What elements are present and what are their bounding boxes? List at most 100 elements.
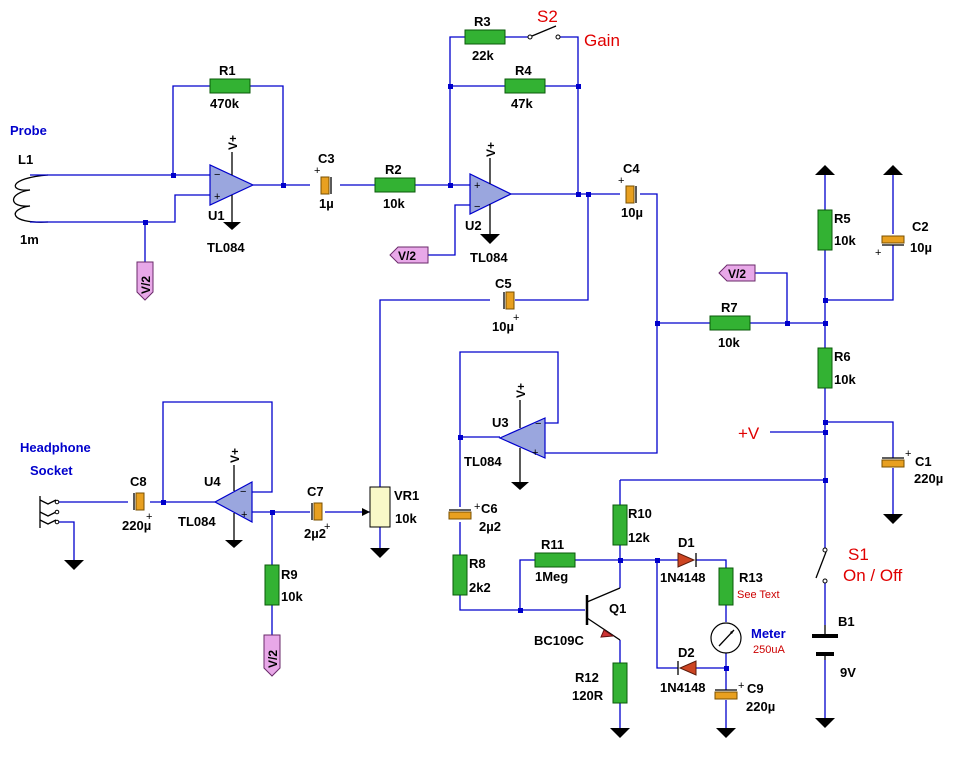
svg-text:C1: C1 xyxy=(915,454,932,469)
svg-text:+: + xyxy=(905,448,911,460)
ground-u2 xyxy=(480,234,500,244)
svg-text:9V: 9V xyxy=(840,665,856,680)
svg-text:TL084: TL084 xyxy=(470,250,508,265)
svg-text:Q1: Q1 xyxy=(609,601,626,616)
svg-text:10k: 10k xyxy=(383,196,405,211)
resistor-r10 xyxy=(612,504,628,546)
resistor-r7 xyxy=(709,315,751,331)
svg-text:−: − xyxy=(474,201,480,213)
resistor-r8 xyxy=(452,554,468,596)
svg-text:+: + xyxy=(513,312,519,324)
svg-text:220µ: 220µ xyxy=(122,518,151,533)
svg-text:47k: 47k xyxy=(511,96,533,111)
ground-b1 xyxy=(815,718,835,728)
svg-text:D1: D1 xyxy=(678,535,695,550)
resistors xyxy=(209,29,833,704)
svg-text:1m: 1m xyxy=(20,232,39,247)
svg-text:C9: C9 xyxy=(747,681,764,696)
svg-text:10k: 10k xyxy=(834,233,856,248)
label-vplus-u1: V+ xyxy=(226,135,240,150)
resistor-r2 xyxy=(374,177,416,193)
svg-text:+: + xyxy=(214,191,220,203)
svg-text:V/2: V/2 xyxy=(728,267,746,281)
headphone-jack-icon xyxy=(39,496,60,528)
grounds xyxy=(64,165,903,738)
svg-text:−: − xyxy=(240,486,246,498)
svg-text:U1: U1 xyxy=(208,208,225,223)
svg-text:R4: R4 xyxy=(515,63,532,78)
svg-text:220µ: 220µ xyxy=(746,699,775,714)
diode-d2 xyxy=(677,660,697,676)
inductor-l1 xyxy=(12,174,49,223)
svg-text:2µ2: 2µ2 xyxy=(304,526,326,541)
wires xyxy=(48,36,894,728)
svg-text:V/2: V/2 xyxy=(139,276,153,294)
switches xyxy=(527,25,828,584)
svg-text:U3: U3 xyxy=(492,415,509,430)
capacitor-c3: + xyxy=(314,165,332,195)
svg-text:C3: C3 xyxy=(318,151,335,166)
svg-text:R12: R12 xyxy=(575,670,599,685)
capacitor-c8: + xyxy=(133,492,152,523)
capacitor-c1: + xyxy=(881,448,911,468)
svg-text:+: + xyxy=(738,680,744,692)
opamp-u4: − + xyxy=(213,465,253,548)
svg-text:10k: 10k xyxy=(834,372,856,387)
label-meter: Meter xyxy=(751,626,786,641)
svg-text:R10: R10 xyxy=(628,506,652,521)
svg-text:R8: R8 xyxy=(469,556,486,571)
label-probe: Probe xyxy=(10,123,47,138)
svg-text:1N4148: 1N4148 xyxy=(660,680,706,695)
svg-text:R7: R7 xyxy=(721,300,738,315)
capacitors: + + + + + + xyxy=(133,165,911,700)
capacitor-c6: + xyxy=(448,501,480,520)
resistor-r5 xyxy=(817,209,833,251)
svg-text:120R: 120R xyxy=(572,688,604,703)
svg-text:B1: B1 xyxy=(838,614,855,629)
resistor-r1 xyxy=(209,78,251,94)
junction-dots xyxy=(143,84,828,671)
svg-text:TL084: TL084 xyxy=(207,240,245,255)
capacitor-c5: + xyxy=(503,291,519,324)
label-vplus-u2: V+ xyxy=(484,142,498,157)
svg-text:R3: R3 xyxy=(474,14,491,29)
svg-text:10k: 10k xyxy=(718,335,740,350)
svg-text:U2: U2 xyxy=(465,218,482,233)
label-vplus-u4: V+ xyxy=(228,448,242,463)
v-half-flag-r9: V/2 xyxy=(263,634,281,677)
svg-text:10k: 10k xyxy=(281,589,303,604)
svg-text:+: + xyxy=(314,165,320,177)
text-labels: Probe Headphone Socket Meter 250uA S2 Ga… xyxy=(10,7,943,714)
v-half-flag-r7: V/2 xyxy=(718,264,756,282)
svg-text:R13: R13 xyxy=(739,570,763,585)
label-vplus-u3: V+ xyxy=(514,383,528,398)
svg-text:10µ: 10µ xyxy=(492,319,514,334)
svg-text:+: + xyxy=(474,180,480,192)
svg-text:+: + xyxy=(618,175,624,187)
svg-text:D2: D2 xyxy=(678,645,695,660)
svg-text:2µ2: 2µ2 xyxy=(479,519,501,534)
svg-text:U4: U4 xyxy=(204,474,221,489)
label-headphone-1: Headphone xyxy=(20,440,91,455)
resistor-r13 xyxy=(718,567,734,606)
opamp-u3: − + xyxy=(498,400,546,490)
svg-text:1N4148: 1N4148 xyxy=(660,570,706,585)
svg-text:R6: R6 xyxy=(834,349,851,364)
label-on-off: On / Off xyxy=(843,566,902,585)
svg-text:C7: C7 xyxy=(307,484,324,499)
svg-text:12k: 12k xyxy=(628,530,650,545)
resistor-r6 xyxy=(817,347,833,389)
resistor-r11 xyxy=(534,552,576,568)
svg-text:R11: R11 xyxy=(541,537,564,552)
svg-text:1µ: 1µ xyxy=(319,196,334,211)
resistor-r4 xyxy=(504,78,546,94)
ground-r12 xyxy=(610,728,630,738)
switch-s1 xyxy=(815,547,828,584)
opamp-u1: − + xyxy=(209,152,255,230)
svg-text:L1: L1 xyxy=(18,152,33,167)
capacitor-c9: + xyxy=(714,680,744,700)
svg-text:BC109C: BC109C xyxy=(534,633,584,648)
svg-text:10k: 10k xyxy=(395,511,417,526)
svg-text:R9: R9 xyxy=(281,567,298,582)
